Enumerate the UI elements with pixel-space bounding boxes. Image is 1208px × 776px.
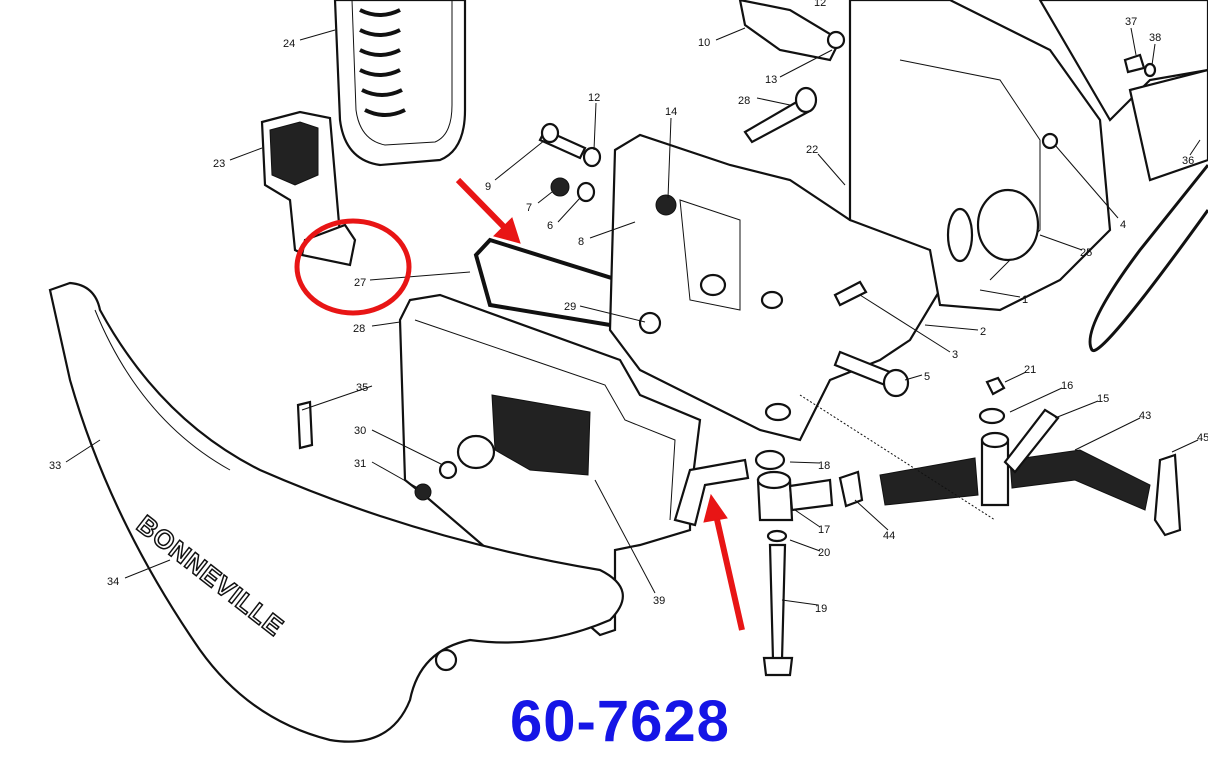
callout: 23 [213, 158, 225, 170]
callout: 28 [353, 323, 365, 335]
bracket-39 [673, 458, 750, 527]
air-filter-element [333, 0, 467, 167]
callout: 14 [665, 106, 677, 118]
callout-labels: 24 23 27 28 9 12 7 6 8 14 10 12 13 28 22… [49, 0, 1208, 615]
callout: 44 [883, 530, 895, 542]
callout: 3 [952, 349, 958, 361]
callout: 4 [1120, 219, 1126, 231]
drive-belt [1088, 164, 1208, 353]
callout: 27 [354, 277, 366, 289]
callout: 31 [354, 458, 366, 470]
callout: 19 [815, 603, 827, 615]
callout: 9 [485, 181, 491, 193]
callout: 20 [818, 547, 830, 559]
callout: 29 [564, 301, 576, 313]
callout: 36 [1182, 155, 1194, 167]
callout: 2 [980, 326, 986, 338]
callout: 13 [765, 74, 777, 86]
highlight-circle [294, 218, 412, 316]
callout: 45 [1197, 432, 1208, 444]
part-number: 60-7628 [510, 689, 730, 754]
callout: 12 [588, 92, 600, 104]
callout: 37 [1125, 16, 1137, 28]
callout: 15 [1097, 393, 1109, 405]
callout: 18 [818, 460, 830, 472]
intake-rubber [260, 110, 342, 257]
callout: 5 [924, 371, 930, 383]
red-arrow-lower [703, 493, 745, 631]
callout: 1 [1022, 294, 1028, 306]
breather-hose-assembly [879, 376, 1182, 537]
red-arrow-upper [455, 177, 521, 244]
leader-lines [65, 27, 1201, 606]
callout: 35 [356, 382, 368, 394]
callout: 8 [578, 236, 584, 248]
filter-housing [398, 293, 702, 637]
callout: 30 [354, 425, 366, 437]
callout: 21 [1024, 364, 1036, 376]
fasteners [538, 0, 1157, 398]
callout: 25 [1080, 247, 1092, 259]
callout: 33 [49, 460, 61, 472]
callout: 7 [526, 202, 532, 214]
callout: 39 [653, 595, 665, 607]
flap-27 [300, 223, 357, 267]
callout: 34 [107, 576, 119, 588]
callout: 10 [698, 37, 710, 49]
callout: 16 [1061, 380, 1073, 392]
callout: 24 [283, 38, 295, 50]
valve-assembly [754, 449, 864, 677]
callout: 28 [738, 95, 750, 107]
callout: 22 [806, 144, 818, 156]
callout: 12 [814, 0, 826, 9]
side-panel [48, 281, 624, 743]
callout: 6 [547, 220, 553, 232]
callout: 43 [1139, 410, 1151, 422]
callout: 17 [818, 524, 830, 536]
callout: 38 [1149, 32, 1161, 44]
